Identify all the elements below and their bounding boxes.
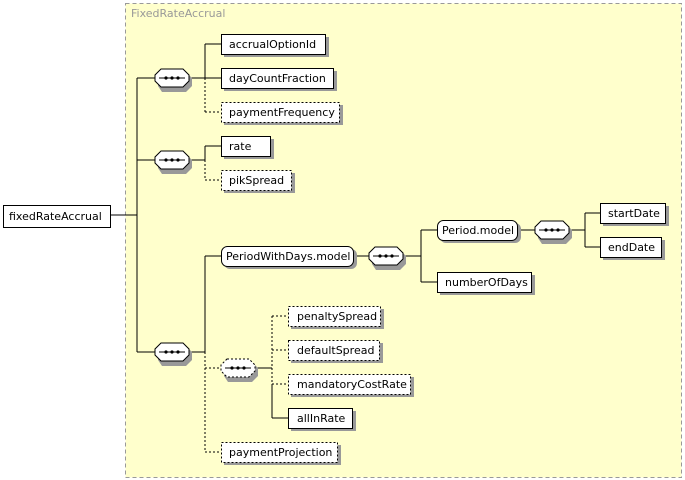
root-element-fixedRateAccrual[interactable]: fixedRateAccrual [3, 205, 111, 228]
root-element-label: fixedRateAccrual [9, 210, 102, 223]
element-label: numberOfDays [445, 276, 528, 289]
element-endDate[interactable]: endDate [600, 237, 666, 261]
element-penaltySpread[interactable]: penaltySpread [288, 306, 385, 330]
element-label: accrualOptionId [229, 38, 316, 51]
element-label: dayCountFraction [229, 72, 326, 85]
model-group-PeriodWithDays[interactable]: PeriodWithDays.model [221, 246, 358, 270]
type-title: FixedRateAccrual [131, 7, 225, 20]
element-label: penaltySpread [297, 310, 377, 323]
element-label: startDate [608, 207, 660, 220]
element-label: PeriodWithDays.model [226, 250, 350, 263]
sequence-compositor [154, 150, 192, 174]
element-numberOfDays[interactable]: numberOfDays [437, 272, 536, 296]
element-paymentProjection[interactable]: paymentProjection [221, 442, 342, 466]
sequence-compositor [368, 246, 406, 270]
element-label: paymentProjection [229, 446, 332, 459]
element-mandatoryCostRate[interactable]: mandatoryCostRate [288, 374, 415, 398]
fixed-rate-accrual-type-box [125, 3, 682, 478]
element-dayCountFraction[interactable]: dayCountFraction [221, 68, 338, 92]
model-group-Period[interactable]: Period.model [437, 220, 522, 244]
element-pikSpread[interactable]: pikSpread [221, 170, 296, 194]
element-label: defaultSpread [297, 344, 374, 357]
element-label: paymentFrequency [229, 106, 335, 119]
sequence-compositor [154, 68, 192, 92]
element-label: Period.model [442, 224, 514, 237]
element-startDate[interactable]: startDate [600, 203, 670, 227]
element-allInRate[interactable]: allInRate [288, 408, 357, 432]
element-defaultSpread[interactable]: defaultSpread [288, 340, 384, 364]
element-label: endDate [608, 241, 655, 254]
element-label: pikSpread [229, 174, 284, 187]
element-accrualOptionId[interactable]: accrualOptionId [221, 34, 330, 58]
sequence-compositor [154, 342, 192, 366]
element-paymentFrequency[interactable]: paymentFrequency [221, 102, 344, 126]
sequence-compositor [534, 220, 572, 244]
element-rate[interactable]: rate [221, 136, 275, 160]
element-label: rate [229, 140, 252, 153]
element-label: mandatoryCostRate [297, 378, 407, 391]
optional-choice-compositor [220, 358, 258, 382]
element-label: allInRate [297, 412, 346, 425]
